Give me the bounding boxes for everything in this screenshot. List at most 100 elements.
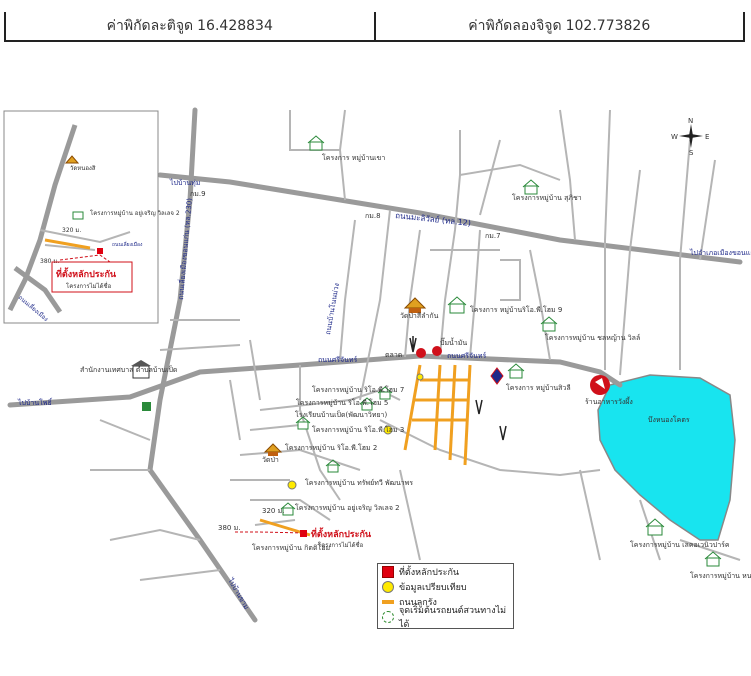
compass-w: W xyxy=(671,133,678,141)
latitude-value: 16.428834 xyxy=(197,18,273,34)
km9-label: กม.9 xyxy=(190,190,206,198)
legend-row-comparison: ข้อมูลเปรียบเทียบ xyxy=(378,579,513,594)
label-proj-rio9: โครงการ หมู่บ้านริโอ.พี.โฮม 9 xyxy=(470,305,562,314)
latitude-cell: ค่าพิกัดละติจูด 16.428834 xyxy=(4,12,374,40)
collateral-marker xyxy=(300,530,307,537)
distance-line xyxy=(235,531,306,534)
legend-collateral-label: ที่ตั้งหลักประกัน xyxy=(399,567,460,578)
legend-comparison-symbol xyxy=(382,580,394,593)
km8-label: กม.8 xyxy=(365,212,381,220)
village-icon xyxy=(325,459,341,473)
comparison-marker xyxy=(416,373,424,381)
comparison-marker xyxy=(287,480,297,490)
restaurant-glyph xyxy=(595,378,605,389)
label-proj-sapthawee: โครงการหมู่บ้าน ทรัพย์ทวี พัฒนาพร xyxy=(305,478,413,487)
label-wat-lam: วัดป่าสีลำกัน xyxy=(400,312,439,320)
inset-dist-320: 320 ม. xyxy=(62,227,81,234)
road-label-sri-chan: ถนนศรีจันทร์ xyxy=(318,356,358,364)
label-school: โรงเรียนบ้านเป็ด(พัฒนาวิทยา) xyxy=(295,410,387,419)
collateral-label: ที่ตั้งหลักประกัน xyxy=(311,527,372,540)
longitude-label: ค่าพิกัดลองจิจูด xyxy=(468,18,562,34)
label-gas-station: ปั๊มน้ำมัน xyxy=(440,336,467,347)
road-label-sri-chan-2: ถนนศรีจันทร์ xyxy=(447,352,487,360)
lake-shape xyxy=(597,374,736,541)
road-label-local: ถนนบ้านโนนม่วง xyxy=(323,282,341,335)
map-legend: ที่ตั้งหลักประกัน ข้อมูลเปรียบเทียบ ถนนล… xyxy=(377,563,514,630)
road-label-to-ban-thum: ไปบ้านทุ่ม xyxy=(169,178,200,187)
label-proj-khiangtham: โครงการหมู่บ้าน กิตติโฮม xyxy=(252,543,330,552)
legend-collateral-symbol xyxy=(382,565,394,578)
compass-s: S xyxy=(689,149,694,157)
tower-icon xyxy=(475,399,483,415)
label-municipal-office: สำนักงานเทศบาล ตำบลบ้านเป็ด xyxy=(80,365,177,374)
village-icon xyxy=(507,363,525,379)
road-label-to-ban-kham: ไปบ้านขาม xyxy=(226,576,252,611)
temple-icon xyxy=(263,443,283,456)
inset-village-icon xyxy=(72,211,84,220)
village-icon xyxy=(447,296,467,314)
village-icon xyxy=(359,397,375,411)
longitude-cell: ค่าพิกัดลองจิจูด 102.773826 xyxy=(373,12,745,40)
village-icon xyxy=(377,386,393,400)
temple-icon xyxy=(403,297,427,313)
market-icon xyxy=(416,348,426,358)
legend-row-start-point: จุดเริ่มต้นรถยนต์สวนทางไม่ได้ xyxy=(378,606,513,630)
distance-380-label: 380 ม. xyxy=(218,524,240,532)
label-restaurant: ร้านอาหารวังผึ้ง xyxy=(585,395,633,406)
legend-start-point-symbol xyxy=(382,610,394,623)
comparison-marker xyxy=(383,425,393,435)
label-proj-ban-khao: โครงการ หมู่บ้านเขา xyxy=(322,153,385,162)
gas-station-icon xyxy=(432,346,442,356)
inset-temple-icon xyxy=(64,155,80,164)
inset-collateral-label: ที่ตั้งหลักประกัน xyxy=(56,267,117,280)
compass-rose: N S E W xyxy=(671,117,709,157)
legend-comparison-label: ข้อมูลเปรียบเทียบ xyxy=(399,582,467,593)
coordinate-bar: ค่าพิกัดละติจูด 16.428834 ค่าพิกัดลองจิจ… xyxy=(4,12,745,42)
collateral-sublabel: โครงการไม่ได้ชื่อ xyxy=(318,541,364,549)
label-wat-pa: วัดป่า xyxy=(262,456,279,464)
village-icons xyxy=(280,135,722,567)
compass-n: N xyxy=(688,117,693,125)
inset-proj-label: โครงการหมู่บ้าน อยู่เจริญ วิลเลจ 2 xyxy=(90,209,180,217)
label-proj-supicha: โครงการหมู่บ้าน สุภิชา xyxy=(512,193,582,202)
store-icon xyxy=(142,402,151,411)
municipal-office-icon xyxy=(131,360,151,379)
label-proj-nong-khot: โครงการหมู่บ้าน หนองโคตร เลควิว xyxy=(690,571,751,580)
label-proj-yu-charoen: โครงการหมู่บ้าน อยู่เจริญ วิลเลจ 2 xyxy=(295,503,400,512)
label-proj-rio7: โครงการหมู่บ้าน ริโอ.พี.โฮม 7 xyxy=(312,385,404,394)
label-proj-sukhumvit: โครงการ หมู่บ้านสิวลี xyxy=(506,383,571,392)
bank-icon xyxy=(490,367,504,385)
km7-label: กม.7 xyxy=(485,232,501,240)
village-icon xyxy=(280,502,296,516)
village-icon xyxy=(522,179,540,195)
village-icon xyxy=(704,551,722,567)
inset-collateral-sublabel: โครงการไม่ได้ชื่อ xyxy=(66,282,112,290)
compass-e: E xyxy=(705,133,709,141)
legend-soil-road-label: ถนนลูกรัง xyxy=(399,597,437,608)
label-proj-lake-park: โครงการหมู่บ้าน เลคอเวนิวปาร์ค xyxy=(630,540,730,549)
village-icon xyxy=(307,135,325,151)
road-label-maliwan: ถนนมะลิวัลย์ (ทล.12) xyxy=(395,210,472,228)
label-proj-pho-kham: โครงการหมู่บ้าน ชลหญ้าน วิลล์ xyxy=(545,333,640,342)
longitude-value: 102.773826 xyxy=(565,18,651,34)
inset-map: วัดหนองสิ โครงการหมู่บ้าน อยู่เจริญ วิลเ… xyxy=(3,110,180,324)
inset-temple-label: วัดหนองสิ xyxy=(70,165,96,172)
legend-row-collateral: ที่ตั้งหลักประกัน xyxy=(378,564,513,579)
road-label-to-ban-pho: ไปบ้านโพธิ์ xyxy=(17,397,53,407)
inset-collateral-marker xyxy=(97,248,103,254)
village-icon xyxy=(295,416,311,430)
legend-start-point-label: จุดเริ่มต้นรถยนต์สวนทางไม่ได้ xyxy=(399,605,507,630)
tower-icon xyxy=(499,425,507,441)
label-lake: บึงหนองโคตร xyxy=(648,415,690,424)
label-proj-rio5: โครงการหมู่บ้าน ริโอ.พี.โฮม 5 xyxy=(296,398,388,407)
label-market: ตลาด xyxy=(385,351,402,359)
village-icon xyxy=(540,316,558,332)
village-icon xyxy=(645,518,665,536)
latitude-label: ค่าพิกัดละติจูด xyxy=(106,18,194,34)
inset-road-label: ถนนเลี่ยงเมือง xyxy=(112,241,143,248)
legend-soil-road-symbol xyxy=(382,599,394,604)
distance-320-label: 320 ม. xyxy=(262,507,284,515)
tower-icon xyxy=(409,336,417,353)
legend-row-soil-road: ถนนลูกรัง xyxy=(378,594,513,609)
